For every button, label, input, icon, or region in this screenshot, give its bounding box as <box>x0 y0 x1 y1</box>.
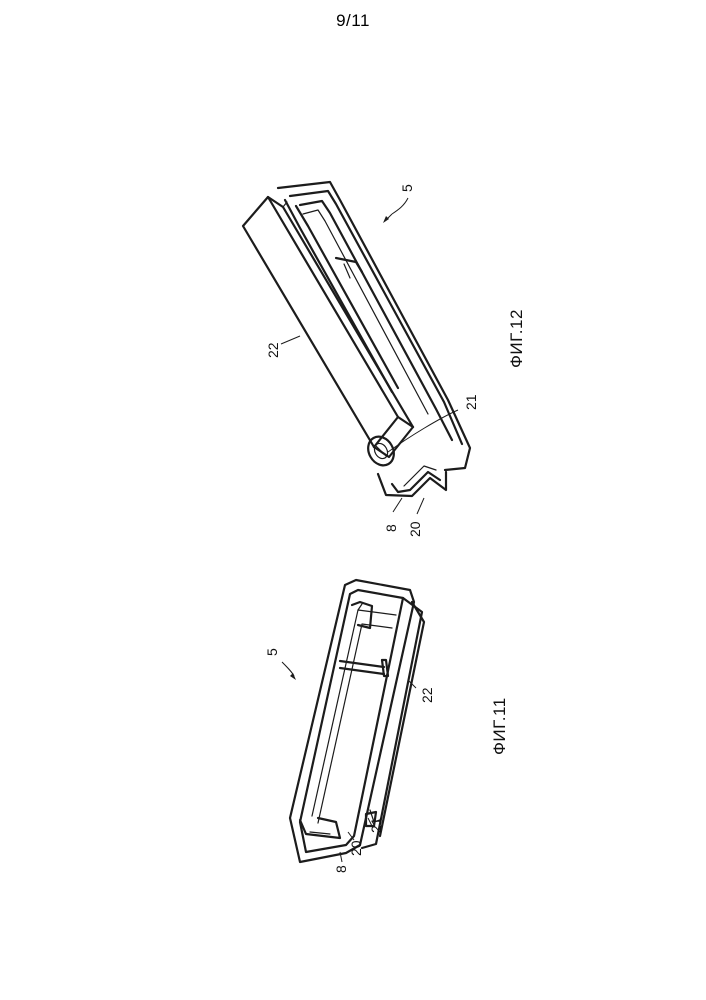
fig12-ref-assembly: 5 <box>399 184 415 192</box>
arrowhead-icon <box>290 673 296 680</box>
figure-11: 5 22 21 20 8 ФИГ.11 <box>264 580 509 873</box>
fig11-ref-plate: 20 <box>348 840 364 856</box>
figure-11-drawing <box>290 580 424 862</box>
arrowhead-icon <box>383 216 389 223</box>
fig12-caption: ФИГ.12 <box>507 309 526 368</box>
figure-12: 5 22 21 8 20 ФИГ.12 <box>243 182 526 537</box>
fig11-ref-pin: 21 <box>368 817 384 833</box>
fig12-ref-bracket: 22 <box>265 342 281 358</box>
fig11-ref-assembly: 5 <box>264 648 280 656</box>
figure-12-drawing <box>243 182 470 496</box>
fig12-ref-pin: 21 <box>463 394 479 410</box>
fig11-ref-bracket: 22 <box>419 687 435 703</box>
fig12-ref-frame: 8 <box>383 524 399 532</box>
fig12-ref-plate: 20 <box>407 521 423 537</box>
fig11-caption: ФИГ.11 <box>490 697 509 755</box>
fig11-ref-frame: 8 <box>333 865 349 873</box>
